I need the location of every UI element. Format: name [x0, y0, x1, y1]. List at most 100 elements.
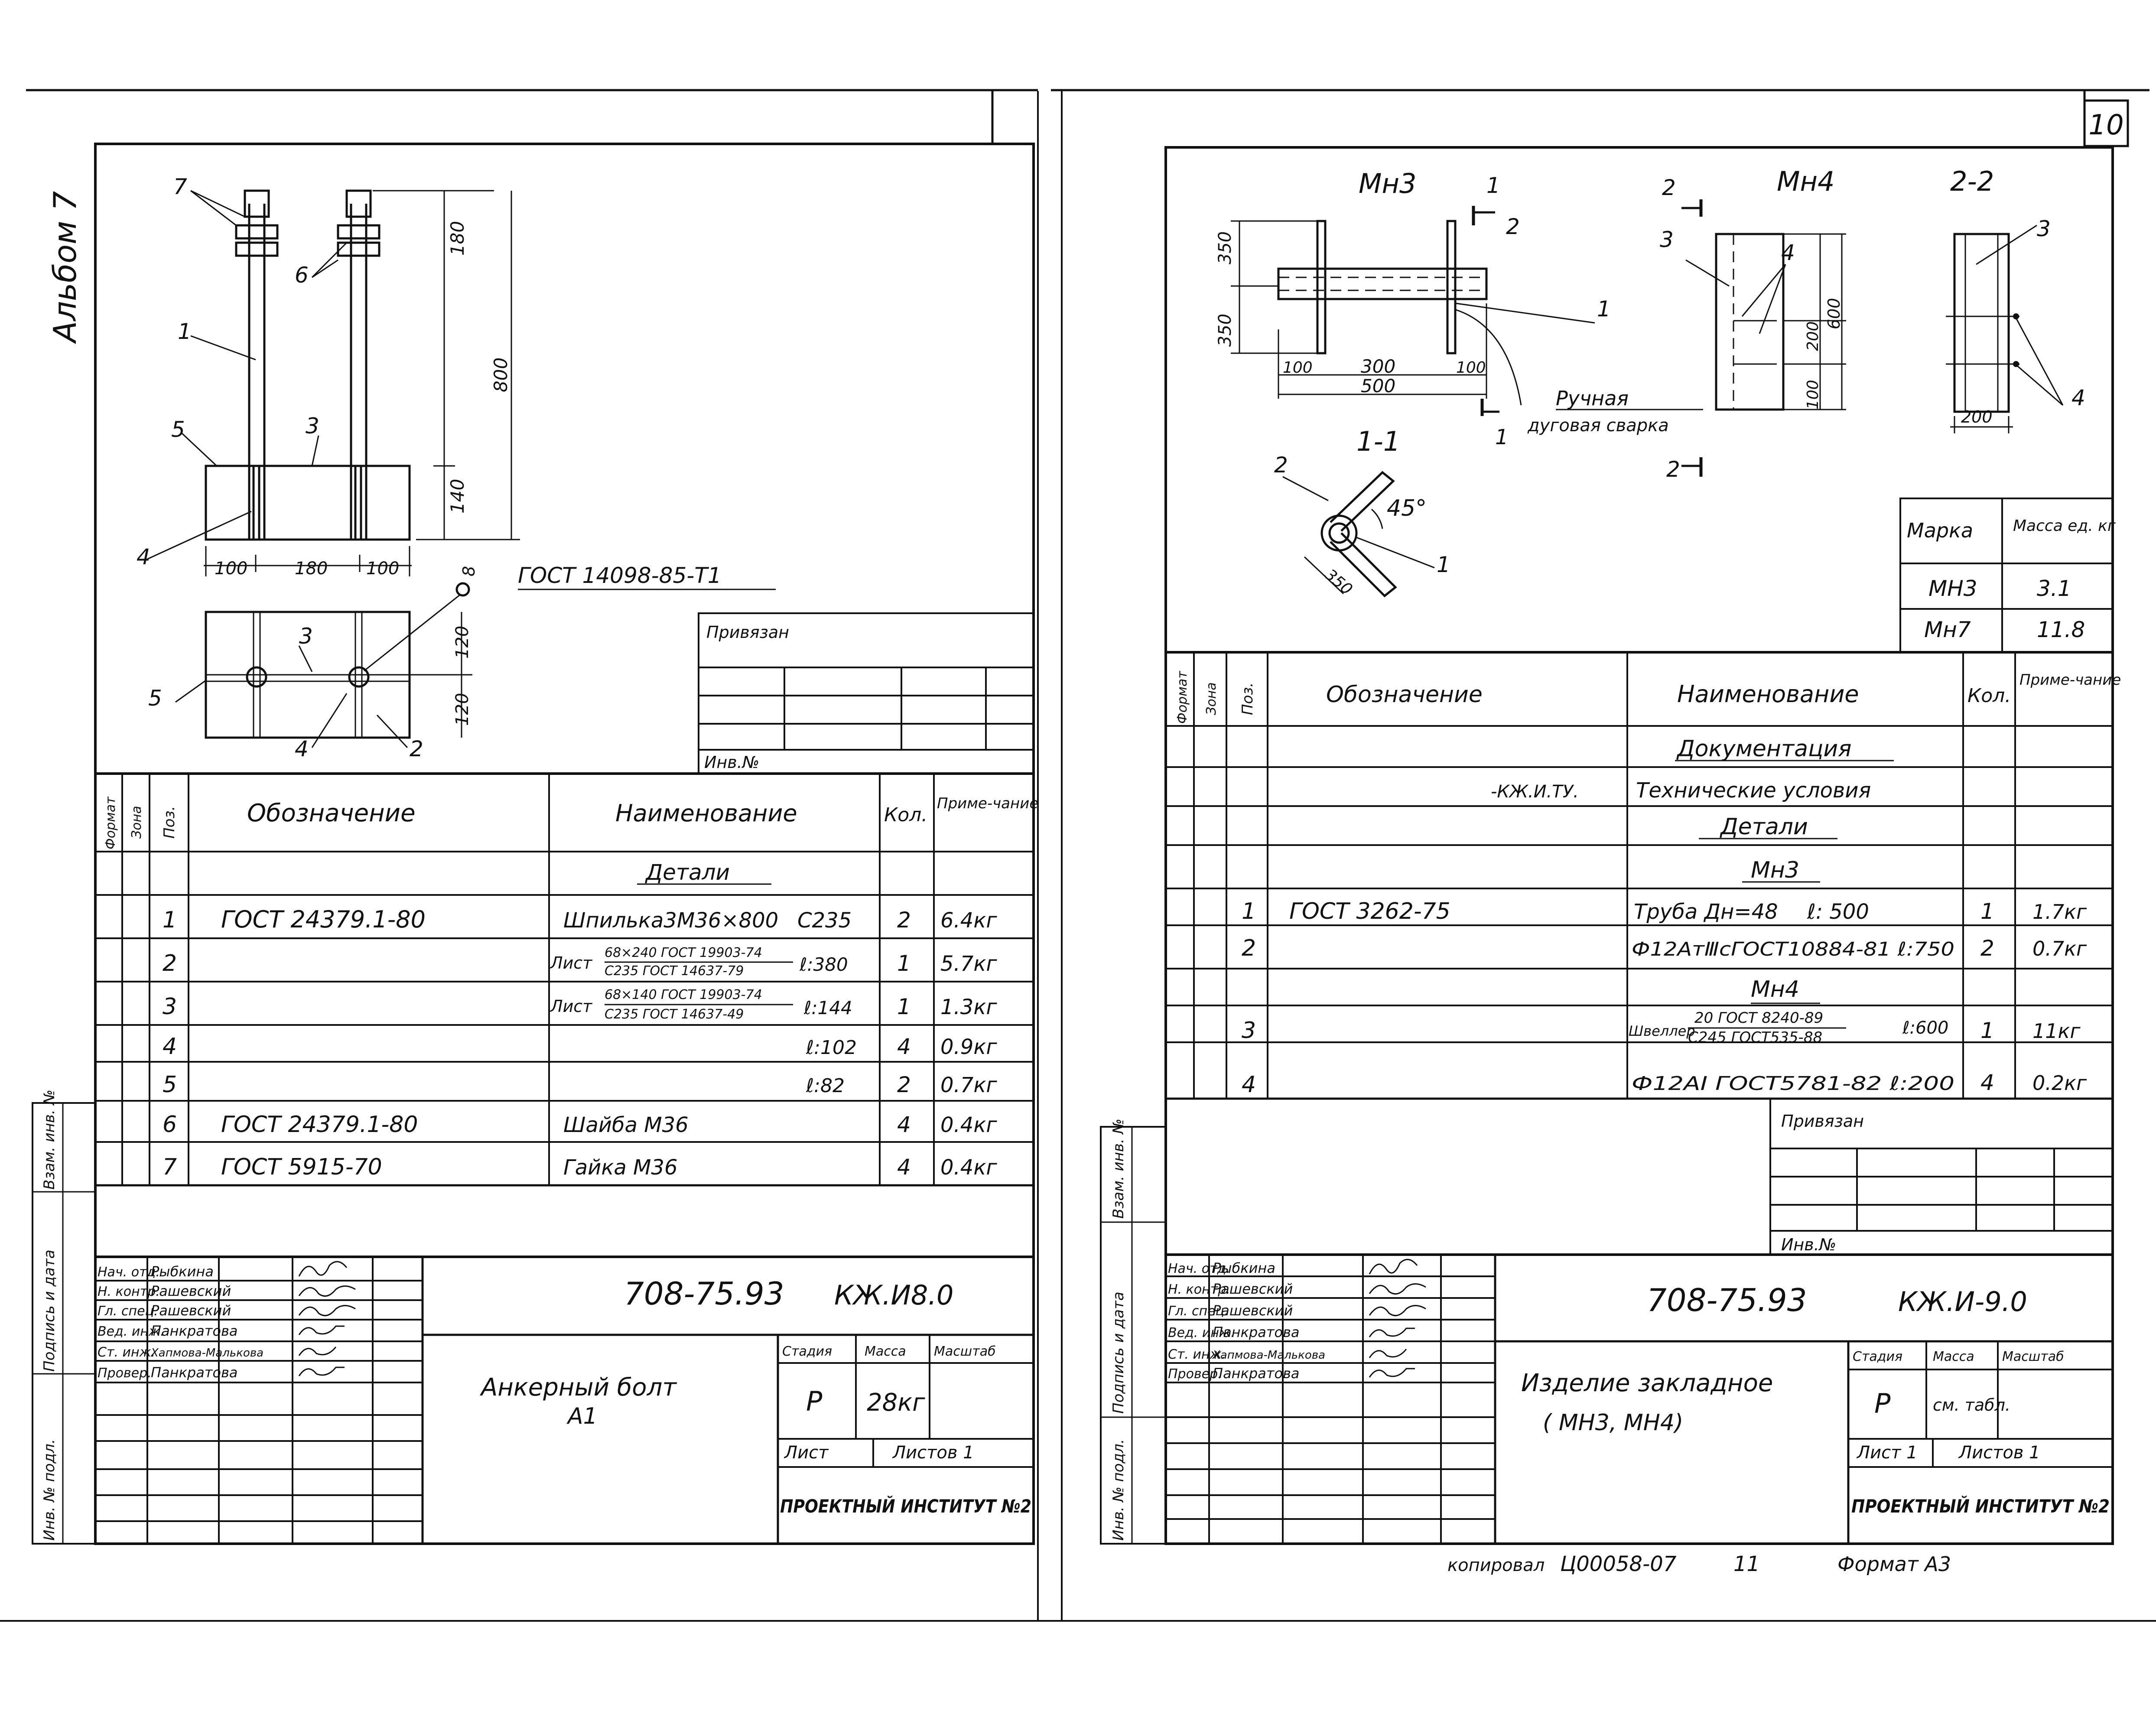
svg-text:Мн4: Мн4 [1751, 976, 1799, 1002]
svg-text:Рашевский: Рашевский [151, 1283, 231, 1299]
svg-text:ГОСТ 24379.1-80: ГОСТ 24379.1-80 [221, 1112, 418, 1138]
svg-text:350: 350 [1215, 314, 1235, 347]
svg-text:Вед. инж.: Вед. инж. [98, 1324, 165, 1339]
svg-text:4: 4 [163, 1034, 177, 1060]
row-right-3: 3 Швеллер 20 ГОСТ 8240-89 С245 ГОСТ535-8… [1242, 1009, 2081, 1046]
svg-text:Ст. инж.: Ст. инж. [1168, 1347, 1226, 1362]
svg-text:200: 200 [1961, 407, 1993, 426]
svg-text:Гайка М36: Гайка М36 [563, 1155, 678, 1180]
leader-3: 3 [306, 413, 319, 439]
svg-text:2: 2 [1242, 935, 1256, 961]
svg-text:600: 600 [1824, 298, 1844, 329]
th-name-left: Наименование [615, 800, 797, 827]
svg-text:Н. контр.: Н. контр. [1168, 1282, 1230, 1297]
stamp-inv-podl: Инв. № подл. [41, 1439, 58, 1541]
svg-text:300: 300 [1361, 356, 1395, 377]
svg-text:Панкратова: Панкратова [151, 1323, 238, 1339]
svg-text:Привязан: Привязан [1781, 1112, 1864, 1131]
row-left-7: 7 ГОСТ 5915-70 Гайка М36 4 0.4кг [163, 1154, 997, 1180]
svg-text:4: 4 [897, 1034, 911, 1059]
svg-text:Марка: Марка [1907, 519, 1973, 542]
svg-text:Подпись и дата: Подпись и дата [1110, 1291, 1127, 1414]
dim-800: 800 [490, 358, 511, 392]
svg-text:Гл. спец.: Гл. спец. [98, 1304, 158, 1319]
svg-text:708-75.93: 708-75.93 [1647, 1282, 1807, 1318]
svg-text:11кг: 11кг [2032, 1019, 2081, 1043]
row-left-1: 1 ГОСТ 24379.1-80 Шпилька3М36×800 С235 2… [163, 906, 997, 933]
signatures-right [1369, 1259, 1426, 1378]
svg-text:С235 ГОСТ 14637-79: С235 ГОСТ 14637-79 [605, 963, 744, 979]
svg-text:5.7кг: 5.7кг [940, 952, 997, 976]
svg-text:0.7кг: 0.7кг [940, 1073, 997, 1097]
svg-text:0.7кг: 0.7кг [2032, 937, 2087, 960]
right-sheet: Инв. № подл. Подпись и дата Взам. инв. №… [1100, 90, 2121, 1545]
leader-3b: 3 [299, 624, 313, 649]
svg-text:Гл. спец.: Гл. спец. [1168, 1304, 1228, 1319]
svg-text:( МН3, МН4): ( МН3, МН4) [1543, 1410, 1683, 1436]
svg-text:0.9кг: 0.9кг [940, 1035, 997, 1059]
doc-suffix-left: КЖ.И8.0 [834, 1279, 954, 1311]
svg-text:Провер.: Провер. [1168, 1366, 1222, 1382]
svg-text:350: 350 [1215, 231, 1235, 264]
svg-text:1.7кг: 1.7кг [2032, 900, 2087, 924]
svg-text:2: 2 [1506, 214, 1520, 239]
leader-4: 4 [137, 544, 150, 569]
svg-text:Панкратова: Панкратова [1213, 1365, 1300, 1382]
side-stamp-left: Инв. № подл. Подпись и дата Взам. инв. № [32, 1090, 96, 1545]
row-left-4: 4 ℓ:102 4 0.9кг [163, 1034, 997, 1060]
svg-text:3.1: 3.1 [2037, 576, 2071, 601]
svg-text:200: 200 [1804, 321, 1822, 351]
svg-text:Лист: Лист [550, 953, 593, 973]
svg-text:Детали: Детали [1720, 814, 1808, 840]
svg-text:-КЖ.И.ТУ.: -КЖ.И.ТУ. [1491, 782, 1579, 802]
svg-text:Рашевский: Рашевский [151, 1302, 231, 1319]
svg-text:100: 100 [1804, 380, 1822, 410]
svg-text:ℓ:102: ℓ:102 [806, 1037, 857, 1059]
view-mn3: Мн3 [1359, 168, 1416, 199]
dim-120b: 120 [452, 693, 472, 726]
svg-text:5: 5 [163, 1072, 177, 1098]
svg-text:3: 3 [163, 994, 177, 1020]
svg-text:Панкратова: Панкратова [1213, 1324, 1300, 1340]
svg-text:Масса: Масса [865, 1344, 906, 1359]
svg-text:Швеллер: Швеллер [1629, 1023, 1695, 1039]
svg-text:2: 2 [1980, 936, 1994, 961]
org-left: ПРОЕКТНЫЙ ИНСТИТУТ №2 [780, 1495, 1031, 1517]
leader-5b: 5 [148, 686, 162, 711]
svg-text:Изделие закладное: Изделие закладное [1521, 1369, 1773, 1397]
svg-text:1: 1 [1242, 898, 1256, 924]
row-left-6: 6 ГОСТ 24379.1-80 Шайба М36 4 0.4кг [163, 1112, 997, 1138]
svg-text:ℓ: 500: ℓ: 500 [1807, 900, 1869, 924]
svg-text:Обозначение: Обозначение [1326, 682, 1483, 708]
dim-140: 140 [447, 479, 468, 514]
leader-6: 6 [295, 263, 309, 288]
svg-text:Рашевский: Рашевский [1213, 1302, 1293, 1319]
svg-text:Ст. инж.: Ст. инж. [98, 1345, 155, 1360]
svg-text:Ф12АтⅢсГОСТ10884-81 ℓ:750: Ф12АтⅢсГОСТ10884-81 ℓ:750 [1632, 938, 1954, 960]
view-mn4: Мн4 [1777, 166, 1834, 197]
leader-4b: 4 [295, 736, 309, 761]
view-2-2: 2-2 [1950, 166, 1994, 197]
page-frame [0, 89, 2156, 1622]
svg-text:11: 11 [1733, 1552, 1760, 1576]
stamp-vzam: Взам. инв. № [41, 1090, 58, 1190]
row-left-2: 2 Лист 68×240 ГОСТ 19903-74 С235 ГОСТ 14… [163, 945, 997, 979]
svg-text:Зона: Зона [1204, 682, 1219, 715]
svg-text:Шайба М36: Шайба М36 [563, 1113, 689, 1137]
leader-5: 5 [171, 417, 185, 442]
svg-text:Р: Р [1874, 1388, 1891, 1419]
svg-text:Мн3: Мн3 [1751, 857, 1799, 883]
th-zona-left: Зона [129, 806, 144, 839]
svg-text:Масштаб: Масштаб [934, 1344, 996, 1359]
left-sheet: Инв. № подл. Подпись и дата Взам. инв. № [32, 91, 1038, 1545]
svg-text:1: 1 [1980, 1018, 1994, 1043]
inv-no-left: Инв.№ [704, 753, 759, 772]
svg-text:Рыбкина: Рыбкина [1213, 1260, 1275, 1276]
th-kol-left: Кол. [884, 804, 927, 826]
page-number-box: 10 [2083, 99, 2129, 147]
mn4-drawing [1681, 199, 1846, 477]
row-right-1: 1 ГОСТ 3262-75 Труба Дн=48 ℓ: 500 1 1.7к… [1242, 898, 2087, 924]
privyazan-right [1769, 1098, 2114, 1256]
svg-text:КЖ.И-9.0: КЖ.И-9.0 [1898, 1286, 2027, 1317]
